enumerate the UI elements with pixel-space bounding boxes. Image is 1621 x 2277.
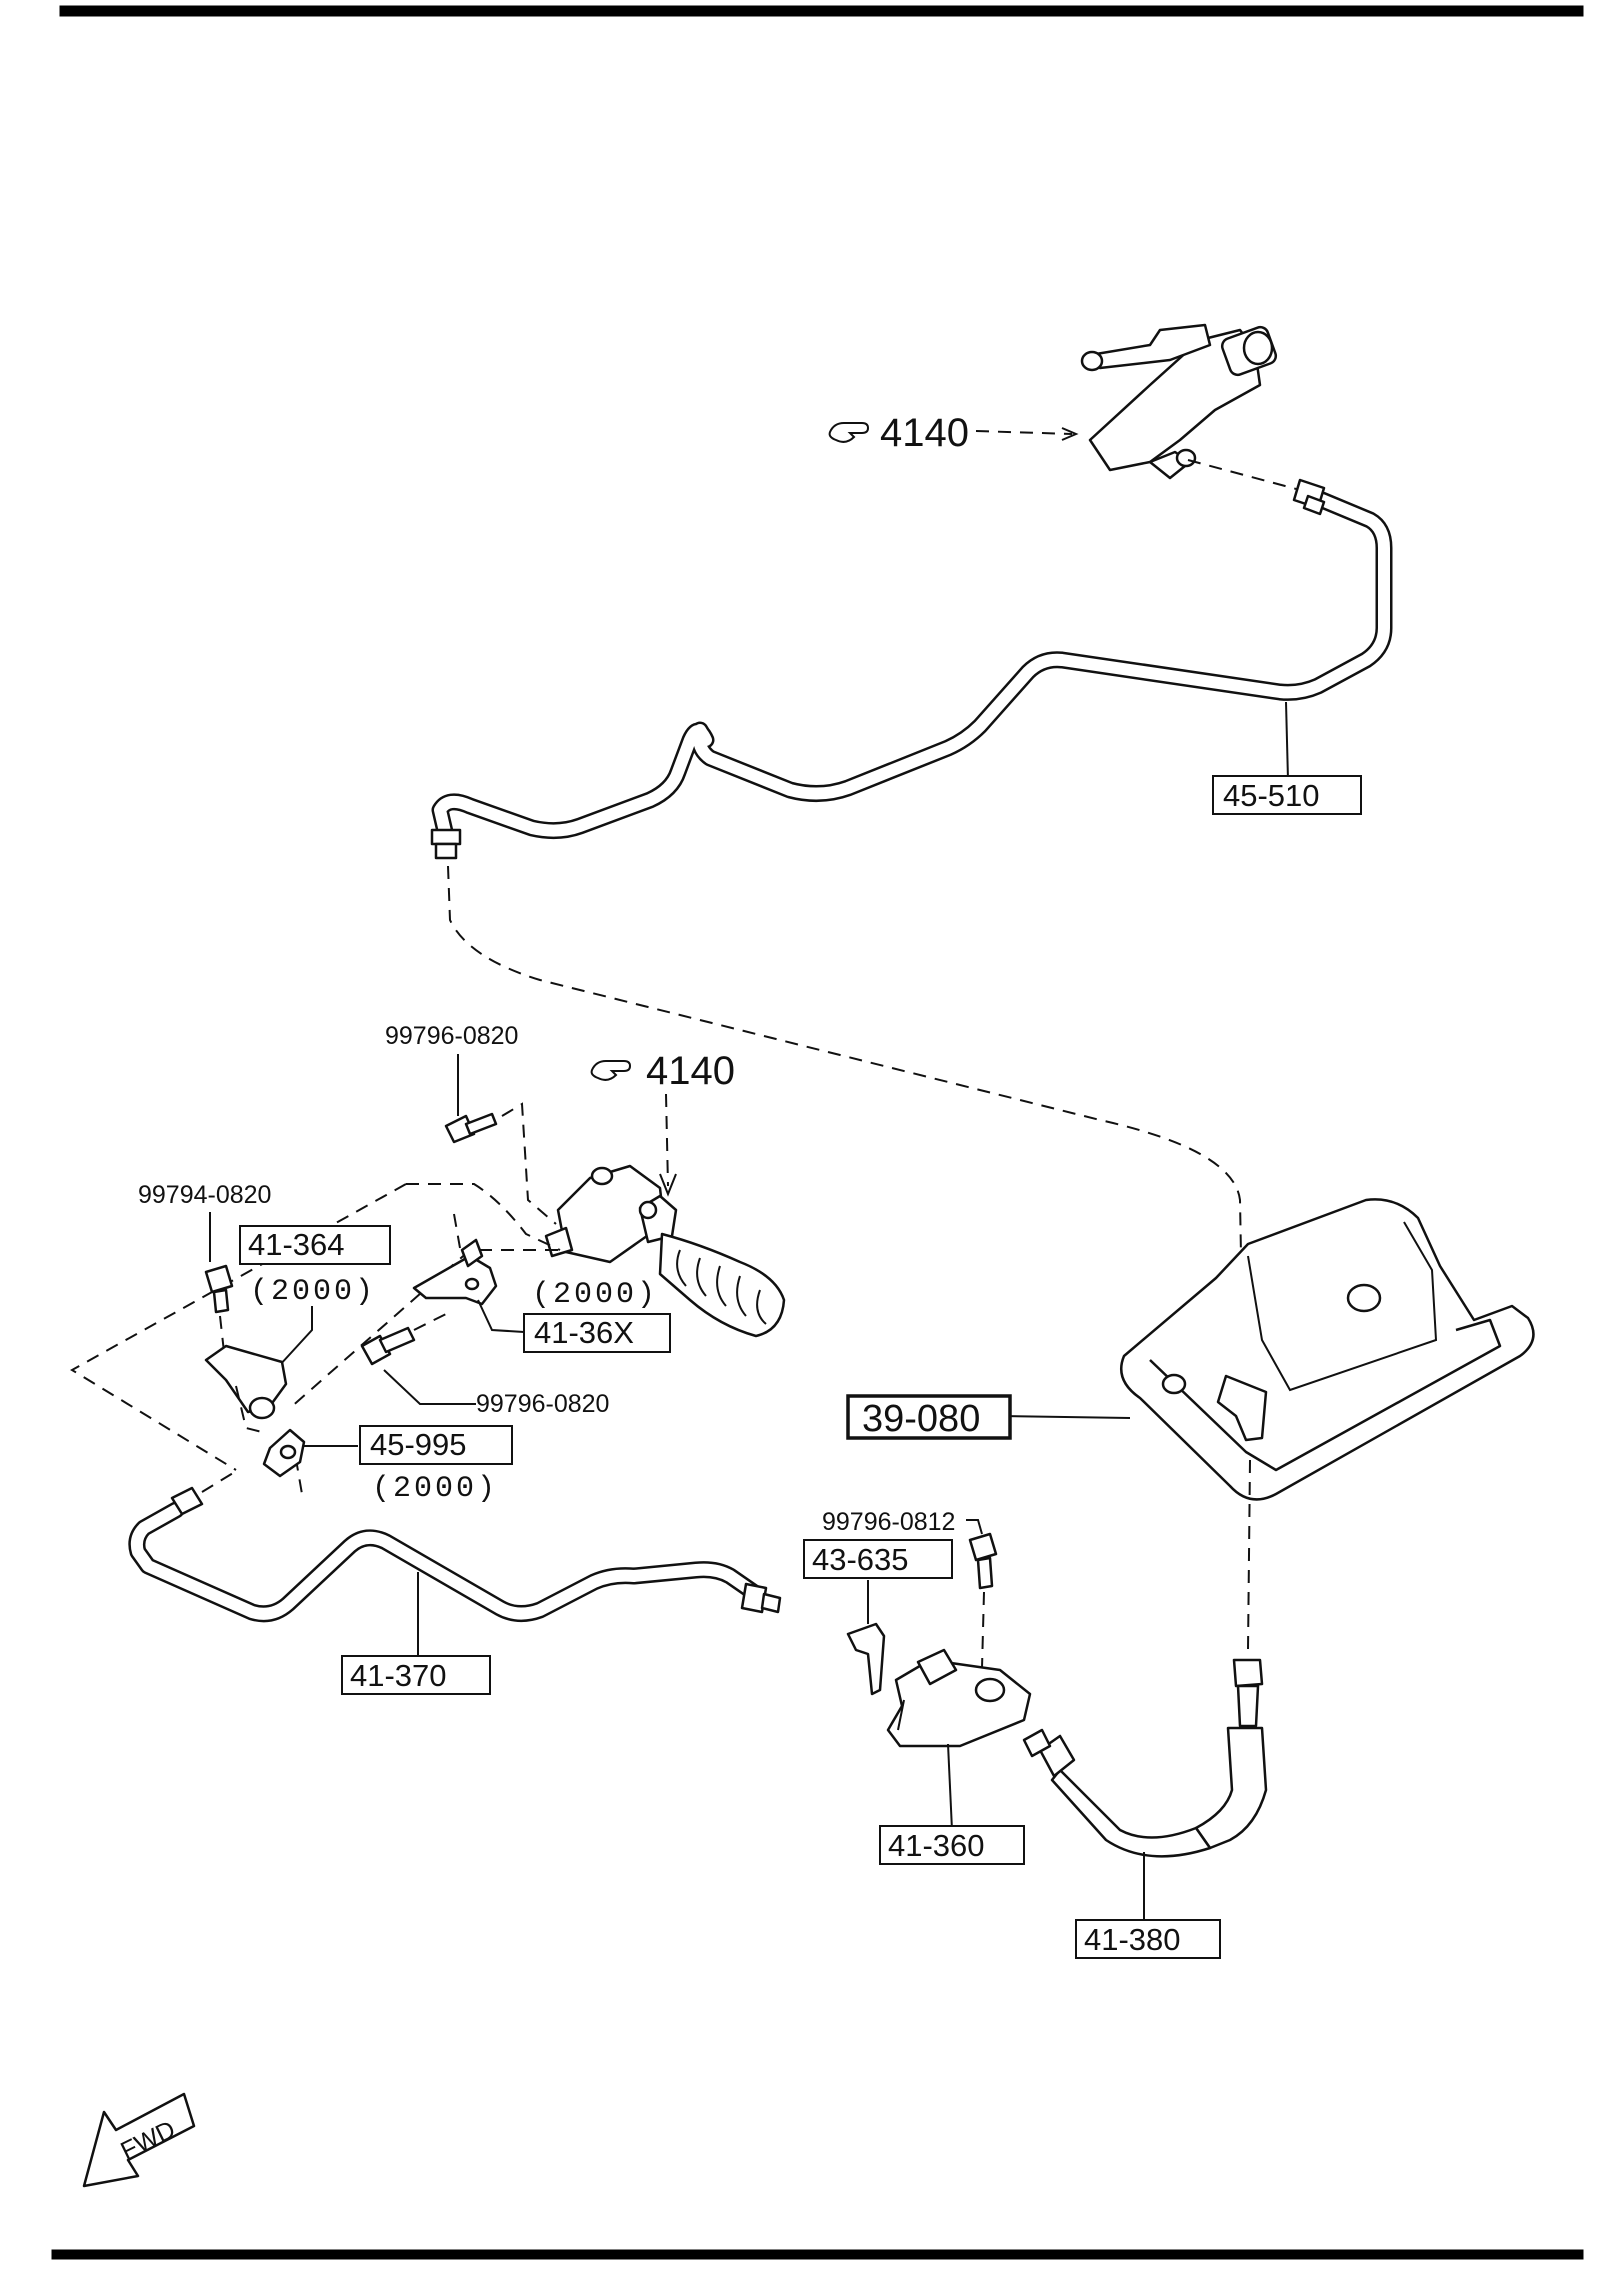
bracket-41-364 xyxy=(204,1344,288,1433)
clutch-release-cylinder xyxy=(544,1164,786,1338)
svg-text:99796-0812: 99796-0812 xyxy=(822,1508,955,1536)
bolt-99796-0820-mid: 99796-0820 xyxy=(360,1311,609,1418)
top-rule xyxy=(59,5,1584,17)
svg-text:(2000): (2000) xyxy=(532,1278,658,1312)
svg-text:41-360: 41-360 xyxy=(888,1828,985,1863)
callout-41-364: 41-364 (2000) xyxy=(239,1225,391,1309)
svg-text:(2000): (2000) xyxy=(372,1472,498,1506)
svg-text:99794-0820: 99794-0820 xyxy=(138,1181,271,1209)
callout-41-380: 41-380 xyxy=(1075,1919,1221,1959)
bolt-99794-0820: 99794-0820 xyxy=(138,1181,271,1314)
heat-insulator-39-080 xyxy=(1120,1198,1535,1501)
svg-text:41-36X: 41-36X xyxy=(534,1315,634,1350)
callout-41-360: 41-360 xyxy=(879,1825,1025,1865)
callout-45-995: 45-995 (2000) xyxy=(359,1425,513,1506)
leader-45-510 xyxy=(1285,701,1289,781)
svg-text:43-635: 43-635 xyxy=(812,1542,909,1577)
callout-43-635: 43-635 xyxy=(803,1539,953,1579)
pointing-hand-icon xyxy=(590,1060,632,1081)
clutch-hose-41-380 xyxy=(1022,1658,1268,1858)
svg-text:45-510: 45-510 xyxy=(1223,778,1320,813)
callout-41-36x: (2000) 41-36X xyxy=(523,1278,671,1353)
reference-label: 4140 xyxy=(880,411,969,455)
svg-text:39-080: 39-080 xyxy=(862,1398,980,1440)
fwd-arrow-icon: FWD xyxy=(82,2092,196,2188)
bottom-rule xyxy=(51,2249,1584,2260)
clip-43-635 xyxy=(846,1622,886,1696)
callout-45-510: 45-510 xyxy=(1212,775,1362,815)
svg-text:99796-0820: 99796-0820 xyxy=(476,1390,609,1418)
svg-text:(2000): (2000) xyxy=(250,1275,376,1309)
bracket-41-360 xyxy=(886,1648,1032,1748)
clip-41-36x xyxy=(412,1238,498,1306)
bolt-99796-0812: 99796-0812 xyxy=(822,1508,998,1590)
svg-text:45-995: 45-995 xyxy=(370,1427,467,1462)
clutch-pipe-41-370 xyxy=(128,1486,782,1623)
reference-pointer-lower: 4140 xyxy=(590,1049,735,1197)
svg-text:41-380: 41-380 xyxy=(1084,1922,1181,1957)
svg-text:99796-0820: 99796-0820 xyxy=(385,1022,518,1050)
svg-text:41-370: 41-370 xyxy=(350,1658,447,1693)
clutch-pipe-45-510 xyxy=(430,478,1393,860)
grommet-45-995 xyxy=(262,1428,306,1478)
svg-text:41-364: 41-364 xyxy=(248,1227,345,1262)
callout-41-370: 41-370 xyxy=(341,1655,491,1695)
pointing-hand-icon xyxy=(828,422,870,443)
bolt-99796-0820-top: 99796-0820 xyxy=(385,1022,518,1144)
reference-label: 4140 xyxy=(646,1049,735,1093)
clutch-master-cylinder xyxy=(1080,323,1278,480)
reference-pointer-upper: 4140 xyxy=(828,411,1079,455)
callout-39-080: 39-080 xyxy=(846,1394,1012,1440)
